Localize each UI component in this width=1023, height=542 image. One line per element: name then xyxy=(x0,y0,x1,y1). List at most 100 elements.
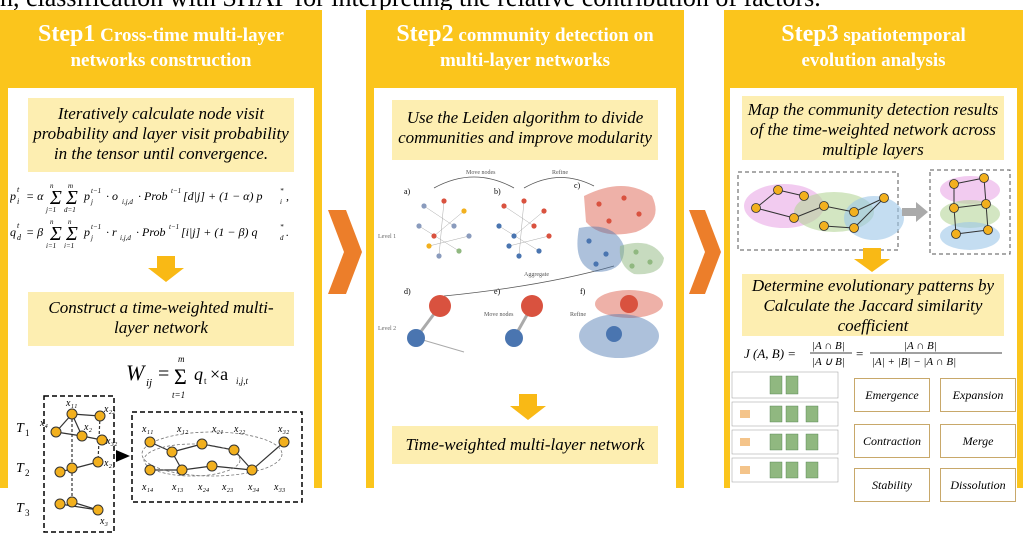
svg-text:=: = xyxy=(158,363,169,385)
svg-text:= β: = β xyxy=(26,225,43,239)
svg-text:*: * xyxy=(280,223,284,231)
svg-text:d=1: d=1 xyxy=(64,206,76,214)
svg-text:x₂₁: x₂₁ xyxy=(103,458,115,469)
cropped-heading: n, classification with SHAP for interpre… xyxy=(0,0,1023,10)
leiden-move-nodes2-label: Move nodes xyxy=(484,312,514,318)
leiden-label-b: b) xyxy=(494,187,501,196)
svg-text:t−1: t−1 xyxy=(169,223,179,231)
svg-text:· Prob: · Prob xyxy=(138,189,168,203)
leiden-label-c: c) xyxy=(574,181,581,190)
svg-text:x₄: x₄ xyxy=(39,418,48,429)
evolution-pattern-thumbnails xyxy=(731,371,839,483)
svg-text:x₁₁: x₁₁ xyxy=(141,424,153,435)
svg-text:t−1: t−1 xyxy=(171,187,181,195)
step2-content: Use the Leiden algorithm to divide commu… xyxy=(374,88,676,488)
pattern-emergence: Emergence xyxy=(854,378,930,412)
svg-text:.: . xyxy=(286,225,289,239)
svg-text:j: j xyxy=(90,198,93,206)
down-arrow-icon-3 xyxy=(854,248,890,272)
pattern-contraction: Contraction xyxy=(854,424,930,458)
svg-text:|A ∪ B|: |A ∪ B| xyxy=(812,356,845,368)
community-mapping-diagram xyxy=(737,169,1011,255)
svg-text:n: n xyxy=(68,218,72,226)
svg-text:Σ: Σ xyxy=(49,223,62,245)
step1-panel: Step1 Cross-time multi-layer networks co… xyxy=(0,10,322,533)
pattern-stability: Stability xyxy=(854,468,930,502)
leiden-level2-label: Level 2 xyxy=(378,326,396,332)
svg-text:T: T xyxy=(16,461,25,476)
pattern-merge: Merge xyxy=(940,424,1016,458)
step2-note-leiden: Use the Leiden algorithm to divide commu… xyxy=(392,100,658,160)
svg-text:T: T xyxy=(16,421,25,436)
step2-title-line2: multi-layer networks xyxy=(439,50,611,71)
svg-text:x₁₁: x₁₁ xyxy=(65,398,77,409)
step2-title: Step2 community detection on multi-layer… xyxy=(366,10,684,73)
svg-text:x₂₂: x₂₂ xyxy=(103,404,116,415)
svg-text:p: p xyxy=(83,189,90,203)
svg-text:Σ: Σ xyxy=(174,364,187,389)
right-arrow-icon-2 xyxy=(689,210,721,294)
step3-title: Step3 spatiotemporal evolution analysis xyxy=(724,10,1023,73)
svg-text:m: m xyxy=(178,354,185,364)
svg-text:i=1: i=1 xyxy=(46,242,56,248)
svg-text:|A ∩ B|: |A ∩ B| xyxy=(904,340,937,352)
svg-text:Σ: Σ xyxy=(49,187,62,209)
svg-text:*: * xyxy=(280,187,284,195)
step3-title-rest: spatiotemporal xyxy=(843,25,966,46)
svg-text:J (A, B) =: J (A, B) = xyxy=(744,346,796,361)
step3-title-line2: evolution analysis xyxy=(801,50,946,71)
pattern-dissolution: Dissolution xyxy=(940,468,1016,502)
svg-text:x₃₂: x₃₂ xyxy=(277,424,290,435)
leiden-refine-label: Refine xyxy=(552,169,568,176)
step3-content: Map the community detection results of t… xyxy=(730,88,1017,502)
step3-title-big: Step3 xyxy=(781,21,839,47)
svg-text:x₃₂: x₃₂ xyxy=(105,436,118,447)
step1-note-probability: Iteratively calculate node visit probabi… xyxy=(28,98,294,172)
svg-text:j: j xyxy=(90,234,93,242)
svg-text:t: t xyxy=(204,376,207,386)
svg-text:· o: · o xyxy=(106,189,118,203)
svg-text:2: 2 xyxy=(25,468,30,478)
svg-text:t−1: t−1 xyxy=(91,223,101,231)
svg-text:p: p xyxy=(10,189,16,203)
leiden-level1-label: Level 1 xyxy=(378,234,396,240)
svg-text:Σ: Σ xyxy=(65,187,78,209)
svg-text:i,j,d: i,j,d xyxy=(122,198,133,206)
svg-text:t=1: t=1 xyxy=(172,390,185,400)
leiden-label-e: e) xyxy=(494,287,501,296)
svg-text:i: i xyxy=(17,197,19,206)
svg-text:ij: ij xyxy=(146,377,152,389)
step2-note-result: Time-weighted multi-layer network xyxy=(392,426,658,464)
step1-title-line2: networks construction xyxy=(70,50,252,71)
leiden-refine2-label: Refine xyxy=(570,311,586,318)
leiden-label-d: d) xyxy=(404,287,411,296)
svg-text:T: T xyxy=(16,501,25,516)
step1-title: Step1 Cross-time multi-layer networks co… xyxy=(0,10,322,73)
svg-text:n: n xyxy=(50,182,54,190)
svg-text:q: q xyxy=(194,364,203,384)
svg-text:t: t xyxy=(17,221,20,230)
svg-text:1: 1 xyxy=(25,428,30,438)
svg-text:x₃: x₃ xyxy=(99,516,108,527)
svg-text:m: m xyxy=(68,182,73,190)
down-arrow-icon-2 xyxy=(510,394,546,420)
step1-note-construct: Construct a time-weighted multi-layer ne… xyxy=(28,292,294,346)
step3-note-map: Map the community detection results of t… xyxy=(742,96,1004,160)
leiden-label-f: f) xyxy=(580,287,586,296)
svg-text:d: d xyxy=(280,234,284,242)
svg-text:i,j,t: i,j,t xyxy=(236,376,249,386)
step3-note-jaccard: Determine evolutionary patterns by Calcu… xyxy=(742,274,1004,336)
svg-text:x₂₁: x₂₁ xyxy=(211,424,223,435)
svg-text:|A| + |B| − |A ∩ B|: |A| + |B| − |A ∩ B| xyxy=(872,356,956,368)
step2-panel: Step2 community detection on multi-layer… xyxy=(366,10,684,488)
svg-text:t−1: t−1 xyxy=(91,187,101,195)
svg-text:j=1: j=1 xyxy=(63,242,74,248)
step1-title-big: Step1 xyxy=(38,21,96,47)
svg-text:i,j,d: i,j,d xyxy=(120,234,131,242)
svg-text:n: n xyxy=(50,218,54,226)
svg-text:t: t xyxy=(17,185,20,194)
